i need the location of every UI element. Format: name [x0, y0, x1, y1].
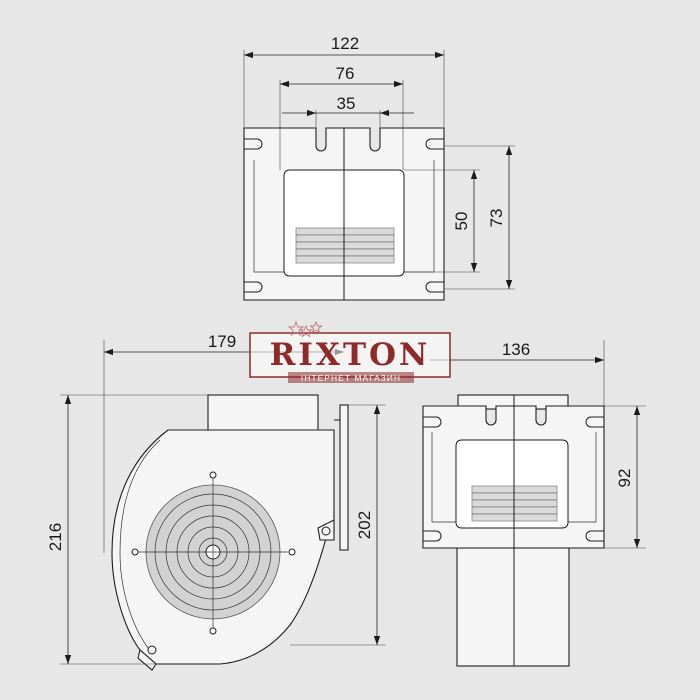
dim-top-slot-inner: 35 [337, 94, 356, 113]
logo-stars-icon [287, 320, 323, 338]
dim-top-flange-height: 73 [487, 209, 506, 228]
side-view-mount-tab-bottom [137, 648, 157, 671]
top-view-slot-top-left [244, 138, 263, 150]
dim-top-slot-outer: 76 [336, 64, 355, 83]
front-view: 136 92 [422, 340, 646, 667]
side-view-housing-rim [119, 439, 161, 649]
side-view-outlet-flange [339, 404, 349, 551]
side-view-screw-left [131, 548, 139, 556]
side-view: 179 216 202 [46, 332, 386, 671]
rixton-logo: RIXTON ІНТЕРНЕТ МАГАЗИН [249, 320, 451, 383]
top-view-slot-bottom-left [244, 281, 263, 293]
logo-name: RIXTON [270, 337, 431, 373]
side-view-mount-tab-right [317, 519, 335, 541]
top-view-slot-top-right [425, 138, 444, 150]
dim-top-window-height: 50 [452, 212, 471, 231]
dim-side-total-height: 216 [46, 523, 65, 551]
side-view-screw-top [209, 471, 217, 479]
top-view: 122 76 35 50 73 [243, 34, 515, 301]
top-view-slot-bottom-right [425, 281, 444, 293]
front-view-lower-body [456, 547, 570, 667]
dim-front-width: 136 [502, 340, 530, 359]
dim-side-flange-height: 202 [355, 511, 374, 539]
dim-front-height: 92 [615, 469, 634, 488]
side-view-grille [138, 478, 288, 628]
dim-side-total-length: 179 [208, 332, 236, 351]
dim-top-total-width: 122 [331, 34, 359, 53]
logo-tagline: ІНТЕРНЕТ МАГАЗИН [301, 373, 401, 383]
side-view-screw-right [288, 548, 296, 556]
side-view-motor-block [207, 394, 319, 436]
top-view-damper [295, 227, 395, 264]
side-view-screw-bottom [209, 627, 217, 635]
